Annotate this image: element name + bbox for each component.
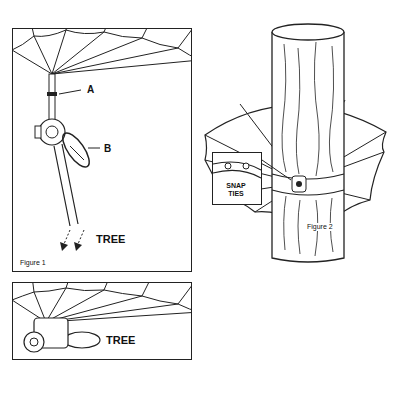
snap-tie-strap [213,162,261,178]
clamp [39,119,65,145]
shaft-joint [47,92,57,96]
inset-box: SNAP TIES [212,152,262,205]
tree-strap [54,144,78,226]
inset-ground [212,152,262,205]
leader-line [59,90,81,94]
snap-rivet [243,163,249,169]
direction-arrow [64,230,70,244]
canopy-rim [12,30,192,60]
clamp [292,176,306,192]
direction-arrow [78,230,84,244]
umbrella-hub [296,181,302,187]
canopy-rib [12,288,192,322]
inset-label: SNAP TIES [220,182,252,197]
canopy-rib [12,30,192,74]
carabiner [58,129,94,171]
tree-label: TREE [95,233,126,245]
tree-strap [64,332,100,348]
clamp-hole [30,338,38,346]
callout-letter: A [86,84,95,95]
canopy-panel [32,282,192,304]
figure-panel: TREE [12,282,192,360]
tree-label: TREE [105,334,136,346]
canopy-panel [30,28,192,48]
trunk-top [272,24,344,40]
callout-letter: B [103,143,112,154]
bark-line [282,42,334,256]
leader-line [262,160,291,180]
clamp-hole [46,126,58,138]
figure-panel: A B TREE Figure 1 [12,28,192,272]
umbrella-shaft [49,74,55,120]
umbrella-canopy [12,282,192,322]
figure-caption: Figure 1 [19,259,47,267]
snap-rivet [225,163,231,169]
umbrella-canopy [12,28,192,74]
carabiner-gate [70,146,84,160]
clamp-knob [24,332,44,352]
tree-strap [272,174,344,195]
arrow-head [74,242,82,251]
figure-caption: Figure 2 [306,223,334,231]
clamp-knob [35,126,41,138]
tree-trunk [272,32,344,262]
leader-line [88,148,100,149]
arrow-head [60,242,68,251]
